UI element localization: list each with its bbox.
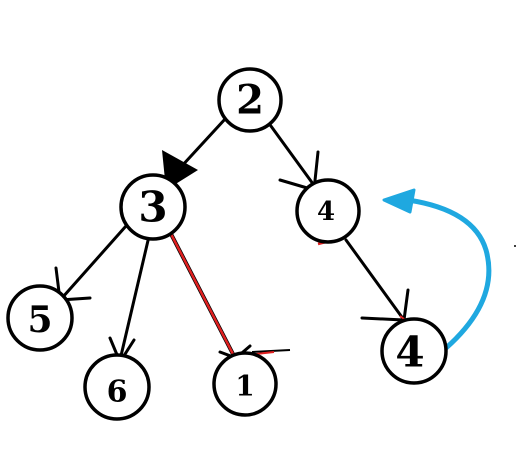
node-5: 5 <box>6 284 74 352</box>
edge-2-4 <box>266 120 318 190</box>
edges-layer <box>54 116 516 366</box>
node-4a: 4 <box>295 178 361 244</box>
arrowhead-1-red-mark <box>255 351 275 355</box>
edge-2-3 <box>178 116 228 170</box>
nodes-layer: 2 3 4 5 6 1 4 <box>6 67 448 421</box>
node-1: 1 <box>212 351 278 417</box>
edge-4-4 <box>344 238 406 322</box>
edge-3-6 <box>118 230 152 362</box>
node-label: 2 <box>236 77 264 124</box>
node-label: 6 <box>107 375 128 410</box>
node-label: 4 <box>395 328 424 377</box>
node-2: 2 <box>217 67 283 133</box>
node-3: 3 <box>119 173 187 241</box>
arrowhead-blue <box>382 188 416 214</box>
stray-dot <box>514 245 516 247</box>
edge-4b-4a-blue <box>405 197 492 351</box>
node-label: 4 <box>317 197 335 227</box>
edge-3-1-red <box>168 230 236 358</box>
node-label: 3 <box>138 183 167 232</box>
node-label: 5 <box>27 299 52 341</box>
node-6: 6 <box>83 353 151 421</box>
arrowhead-1-tail <box>251 349 291 353</box>
node-label: 1 <box>235 370 254 403</box>
node-4b: 4 <box>380 317 448 385</box>
edge-3-5 <box>60 224 128 300</box>
